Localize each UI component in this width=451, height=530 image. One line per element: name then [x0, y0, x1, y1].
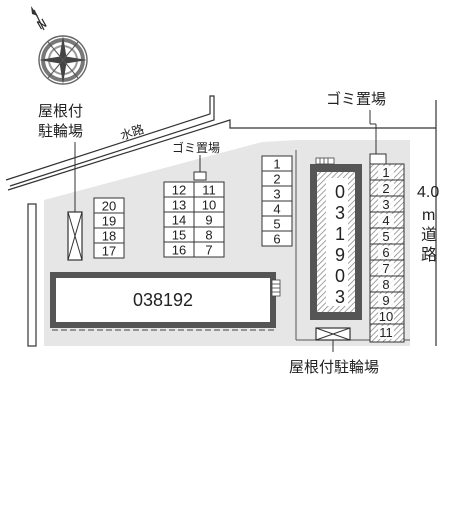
road-unit-label: m [422, 207, 435, 224]
parking-space: 10 [202, 198, 216, 213]
building-vertical [310, 157, 362, 320]
canal-label: 水路 [118, 121, 145, 143]
canal-line-outer [5, 95, 215, 187]
parking-space: 2 [273, 172, 280, 187]
parking-space: 20 [102, 199, 116, 214]
parking-space: 16 [172, 243, 186, 258]
stairs-horizontal [271, 279, 281, 297]
parking-space: 9 [205, 213, 212, 228]
road-name-label-1: 道 [421, 225, 437, 244]
parking-strip-label-bg [378, 198, 394, 211]
parking-space: 12 [172, 183, 186, 198]
building-vertical-digit: 3 [335, 287, 345, 307]
parking-space: 13 [172, 198, 186, 213]
parking-strip-label-bg [378, 246, 394, 259]
building-vertical-digit: 9 [335, 245, 345, 265]
stairs-vertical [315, 157, 335, 165]
road-name-label-2: 路 [421, 245, 437, 264]
parking-strip-space: 10 [379, 309, 393, 324]
parking-strip-label-bg [378, 326, 394, 339]
parking-strip-space: 7 [382, 261, 389, 276]
parking-space-box [93, 242, 125, 259]
bike-parking-bottom-symbol [315, 327, 351, 341]
north-label: N [35, 16, 50, 33]
parking-strip-space: 4 [382, 213, 389, 228]
parking-strip-space: 5 [382, 229, 389, 244]
canal-line-inner [7, 119, 436, 191]
garbage-center-box [193, 171, 207, 181]
left-boundary-wall [27, 203, 37, 347]
garbage-top-right-box [369, 153, 387, 165]
parking-strip-space: 2 [382, 181, 389, 196]
parking-strip-label-bg [378, 310, 394, 323]
parking-space: 14 [172, 213, 186, 228]
road-width-label: 4.0 [417, 184, 439, 201]
parking-space: 17 [102, 244, 116, 259]
building-horizontal-label: 038192 [133, 290, 193, 310]
bike-parking-left-symbol [67, 211, 83, 261]
bike-parking-left-label-2: 駐輪場 [38, 122, 83, 140]
parking-space: 5 [273, 217, 280, 232]
bike-parking-left-label-1: 屋根付 [38, 102, 83, 120]
building-horizontal [50, 272, 281, 331]
parking-space: 4 [273, 202, 280, 217]
parking-strip-label-bg [378, 214, 394, 227]
parking-strip-label-bg [378, 262, 394, 275]
parking-space: 11 [202, 183, 216, 198]
parking-space-box [261, 230, 293, 247]
building-vertical-digit: 1 [335, 224, 345, 244]
parking-space: 18 [102, 229, 116, 244]
bike-parking-bottom-label: 屋根付駐輪場 [289, 358, 379, 376]
parking-strip-label-bg [378, 166, 394, 179]
building-vertical-digit: 3 [335, 203, 345, 223]
parking-space: 1 [273, 157, 280, 172]
parking-space: 7 [205, 243, 212, 258]
parking-strip-space: 3 [382, 197, 389, 212]
garbage-top-right-label: ゴミ置場 [326, 90, 386, 108]
parking-strip-label-bg [378, 230, 394, 243]
parking-strip-space: 8 [382, 277, 389, 292]
parking-space: 3 [273, 187, 280, 202]
parking-space: 19 [102, 214, 116, 229]
north-arrow-head [31, 6, 38, 16]
building-vertical-digit: 0 [335, 182, 345, 202]
parking-strip-label-bg [378, 182, 394, 195]
parking-strip-space: 1 [382, 165, 389, 180]
parking-strip-space: 11 [379, 325, 393, 340]
garbage-center-label: ゴミ置場 [172, 140, 220, 155]
parking-strip-space: 9 [382, 293, 389, 308]
parking-space: 8 [205, 228, 212, 243]
parking-space: 15 [172, 228, 186, 243]
building-vertical-digit: 0 [335, 266, 345, 286]
compass [31, 6, 88, 85]
parking-strip-label-bg [378, 294, 394, 307]
parking-space-box [193, 241, 225, 258]
parking-strip-label-bg [378, 278, 394, 291]
parking-strip-space: 6 [382, 245, 389, 260]
parking-space: 6 [273, 232, 280, 247]
